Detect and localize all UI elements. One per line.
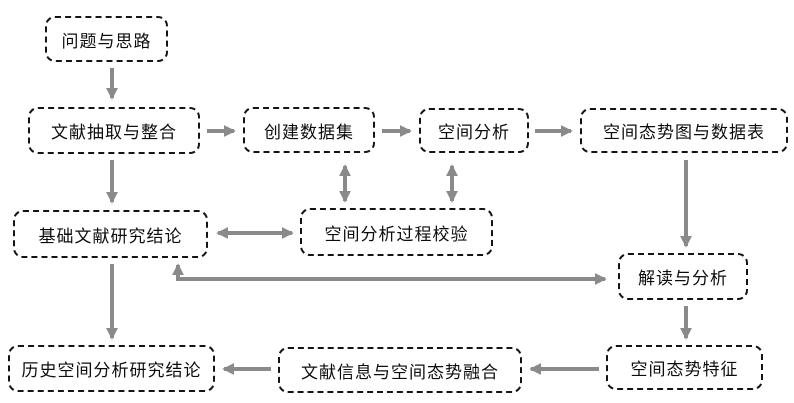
node-spatial-analysis-verification: 空间分析过程校验 <box>300 208 493 256</box>
node-literature-extraction: 文献抽取与整合 <box>28 107 200 154</box>
node-spatial-situation-features: 空间态势特征 <box>606 345 763 390</box>
node-create-dataset: 创建数据集 <box>243 107 375 153</box>
node-spatial-situation-map: 空间态势图与数据表 <box>580 108 788 153</box>
node-interpretation-analysis: 解读与分析 <box>618 253 748 300</box>
arrow-basiclit-interpret-elbow-two-way <box>172 263 607 285</box>
node-basic-literature-conclusions: 基础文献研究结论 <box>13 210 208 258</box>
node-problem-ideas: 问题与思路 <box>45 16 168 62</box>
node-historical-conclusions: 历史空间分析研究结论 <box>8 345 215 392</box>
node-literature-situation-fusion: 文献信息与空间态势融合 <box>278 347 522 393</box>
node-spatial-analysis: 空间分析 <box>419 108 529 153</box>
